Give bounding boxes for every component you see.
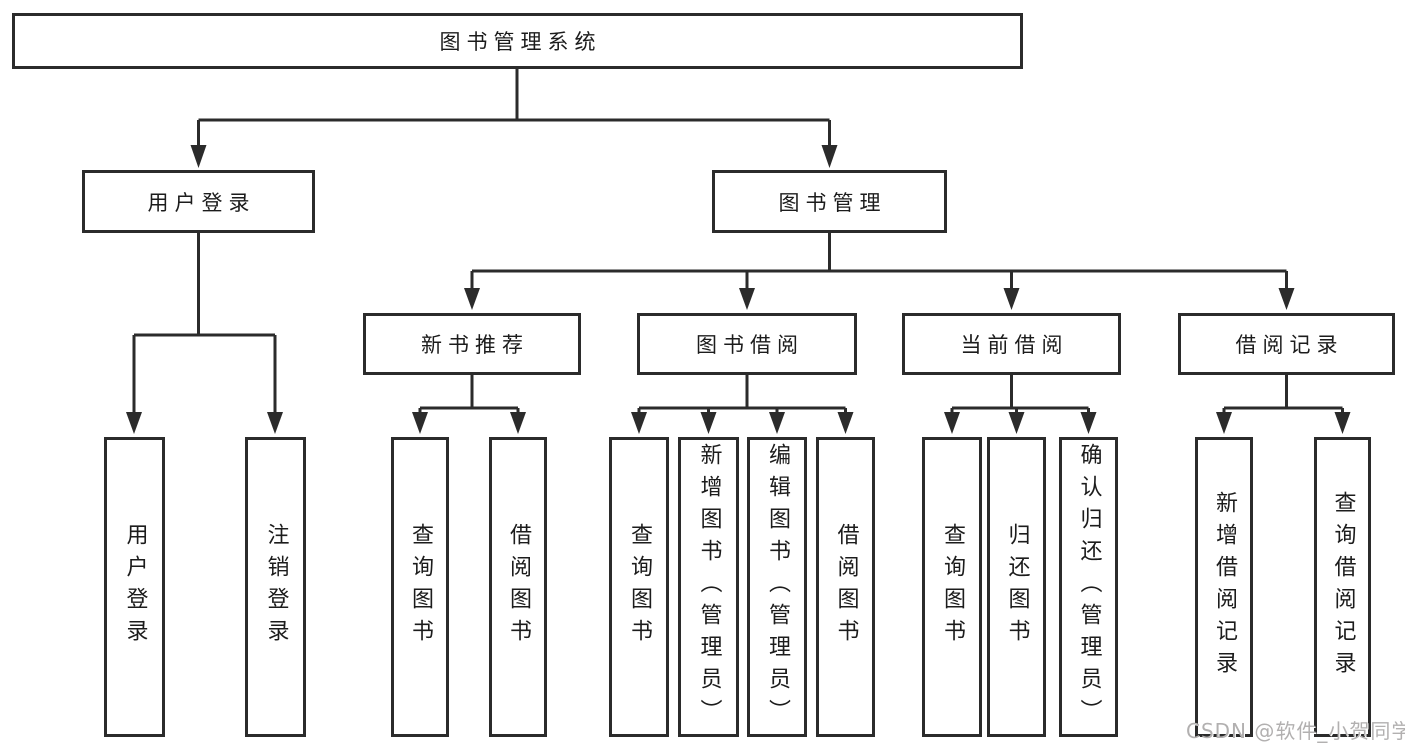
node-book-borrow-label: 图书借阅 <box>696 333 804 357</box>
leaf-query-books-borrow: 查询图书 <box>609 437 669 737</box>
node-borrow-records-label: 借阅记录 <box>1235 333 1344 357</box>
node-root-label: 图书管理系统 <box>439 30 602 54</box>
leaf-query-books-borrow-label: 查询图书 <box>627 523 652 651</box>
node-user-login: 用户登录 <box>82 170 315 233</box>
leaf-user-login: 用户登录 <box>104 437 165 737</box>
leaf-add-books-admin: 新增图书（管理员） <box>678 437 739 737</box>
leaf-edit-books-admin-label: 编辑图书（管理员） <box>765 443 790 731</box>
node-user-login-label: 用户登录 <box>147 190 256 215</box>
node-book-management-label: 图书管理 <box>778 190 887 215</box>
leaf-borrow-books-newbooks: 借阅图书 <box>489 437 547 737</box>
connector-new-books-to-leaves <box>412 375 526 434</box>
node-root: 图书管理系统 <box>12 13 1023 69</box>
node-new-books-label: 新书推荐 <box>421 333 529 357</box>
node-new-books: 新书推荐 <box>363 313 581 375</box>
connector-root-to-level2 <box>190 68 838 168</box>
leaf-edit-books-admin: 编辑图书（管理员） <box>747 437 807 737</box>
connector-borrow-records-to-leaves <box>1216 375 1351 434</box>
leaf-add-borrow-record-label: 新增借阅记录 <box>1212 491 1237 683</box>
leaf-logout-label: 注销登录 <box>263 523 289 651</box>
leaf-add-borrow-record: 新增借阅记录 <box>1195 437 1253 737</box>
node-current-borrow-label: 当前借阅 <box>960 333 1069 357</box>
leaf-return-books: 归还图书 <box>987 437 1046 737</box>
node-book-management: 图书管理 <box>712 170 947 233</box>
leaf-add-books-admin-label: 新增图书（管理员） <box>696 443 722 731</box>
leaf-borrow-books-newbooks-label: 借阅图书 <box>506 523 531 651</box>
leaf-query-books-current-label: 查询图书 <box>940 523 965 651</box>
leaf-query-books-newbooks-label: 查询图书 <box>408 523 433 651</box>
connector-book-management-to-level3 <box>464 233 1295 310</box>
node-book-borrow: 图书借阅 <box>637 313 857 375</box>
leaf-borrow-books-label: 借阅图书 <box>833 523 859 651</box>
leaf-query-borrow-record: 查询借阅记录 <box>1314 437 1371 737</box>
node-current-borrow: 当前借阅 <box>902 313 1121 375</box>
leaf-user-login-label: 用户登录 <box>122 523 148 651</box>
csdn-watermark: CSDN @软件_小贺同学 <box>1186 719 1405 743</box>
leaf-borrow-books: 借阅图书 <box>816 437 875 737</box>
leaf-query-books-current: 查询图书 <box>922 437 982 737</box>
node-borrow-records: 借阅记录 <box>1178 313 1395 375</box>
leaf-query-borrow-record-label: 查询借阅记录 <box>1330 491 1356 683</box>
leaf-confirm-return-admin-label: 确认归还（管理员） <box>1076 443 1102 731</box>
leaf-query-books-newbooks: 查询图书 <box>391 437 449 737</box>
leaf-return-books-label: 归还图书 <box>1004 523 1030 651</box>
leaf-logout: 注销登录 <box>245 437 306 737</box>
connector-user-login-to-leaves <box>126 233 283 434</box>
connector-current-borrow-to-leaves <box>944 375 1097 434</box>
connector-book-borrow-to-leaves <box>631 375 854 434</box>
leaf-confirm-return-admin: 确认归还（管理员） <box>1059 437 1118 737</box>
